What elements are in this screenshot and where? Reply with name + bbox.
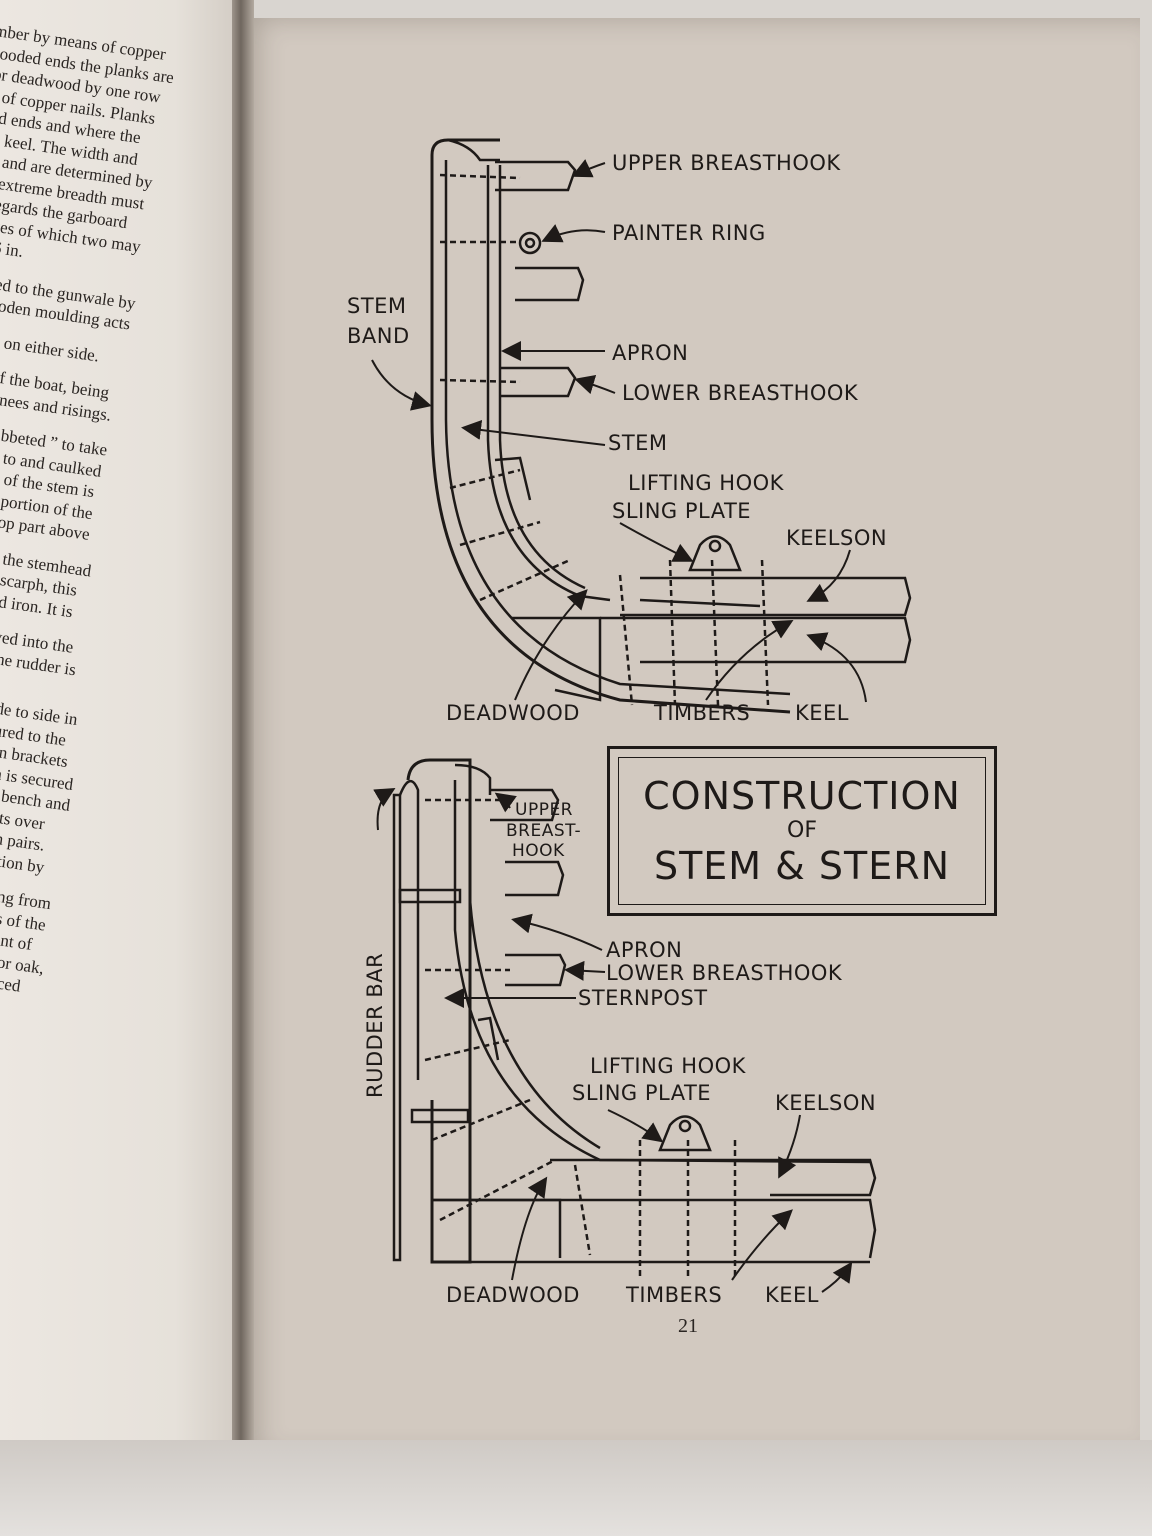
label-apron-stern: APRON [606,938,682,962]
stem-diagram-drawing [430,138,912,714]
label-upper-breasthook-3: HOOK [512,841,565,861]
label-rudder-bar: RUDDER BAR [363,953,387,1098]
stern-labels: UPPER BREAST- HOOK RUDDER BAR APRON LOWE… [363,800,876,1307]
right-page [240,18,1140,1456]
label-lower-breasthook: LOWER BREASTHOOK [622,381,859,405]
label-sternpost: STERNPOST [578,986,708,1010]
label-timbers: TIMBERS [653,701,750,725]
label-apron: APRON [612,341,688,365]
label-upper-breasthook-1: UPPER [515,800,573,820]
label-deadwood-stern: DEADWOOD [446,1283,580,1307]
book-gutter [232,0,254,1500]
background-surface [0,1440,1152,1536]
label-stem: STEM [608,431,668,455]
diagram-title-inner: CONSTRUCTION OF STEM & STERN [618,757,986,905]
label-keel: KEEL [795,701,849,725]
label-stem-band-1: STEM [347,294,407,318]
label-painter-ring: PAINTER RING [612,221,766,245]
title-line-3: STEM & STERN [653,844,951,888]
stem-labels: UPPER BREASTHOOK PAINTER RING STEM BAND … [347,151,887,725]
stern-leader-lines [373,787,853,1293]
label-lifting-hook-2: SLING PLATE [612,499,751,523]
label-stem-band-2: BAND [347,324,410,348]
label-lifting-hook-1: LIFTING HOOK [628,471,785,495]
label-keelson: KEELSON [786,526,887,550]
label-upper-breasthook: UPPER BREASTHOOK [612,151,841,175]
stem-leader-lines [371,159,867,703]
label-timbers-stern: TIMBERS [625,1283,722,1307]
label-upper-breasthook-2: BREAST- [506,821,581,841]
label-keelson-stern: KEELSON [775,1091,876,1115]
page-number: 21 [678,1315,698,1337]
label-lifting-hook-stern-1: LIFTING HOOK [590,1054,747,1078]
label-lifting-hook-stern-2: SLING PLATE [572,1081,711,1105]
stern-diagram-drawing [392,758,877,1280]
title-line-2: OF [787,818,817,843]
diagram-title-box: CONSTRUCTION OF STEM & STERN [607,746,997,916]
title-line-1: CONSTRUCTION [643,774,961,818]
label-keel-stern: KEEL [765,1283,819,1307]
label-lower-breasthook-stern: LOWER BREASTHOOK [606,961,843,985]
label-deadwood: DEADWOOD [446,701,580,725]
